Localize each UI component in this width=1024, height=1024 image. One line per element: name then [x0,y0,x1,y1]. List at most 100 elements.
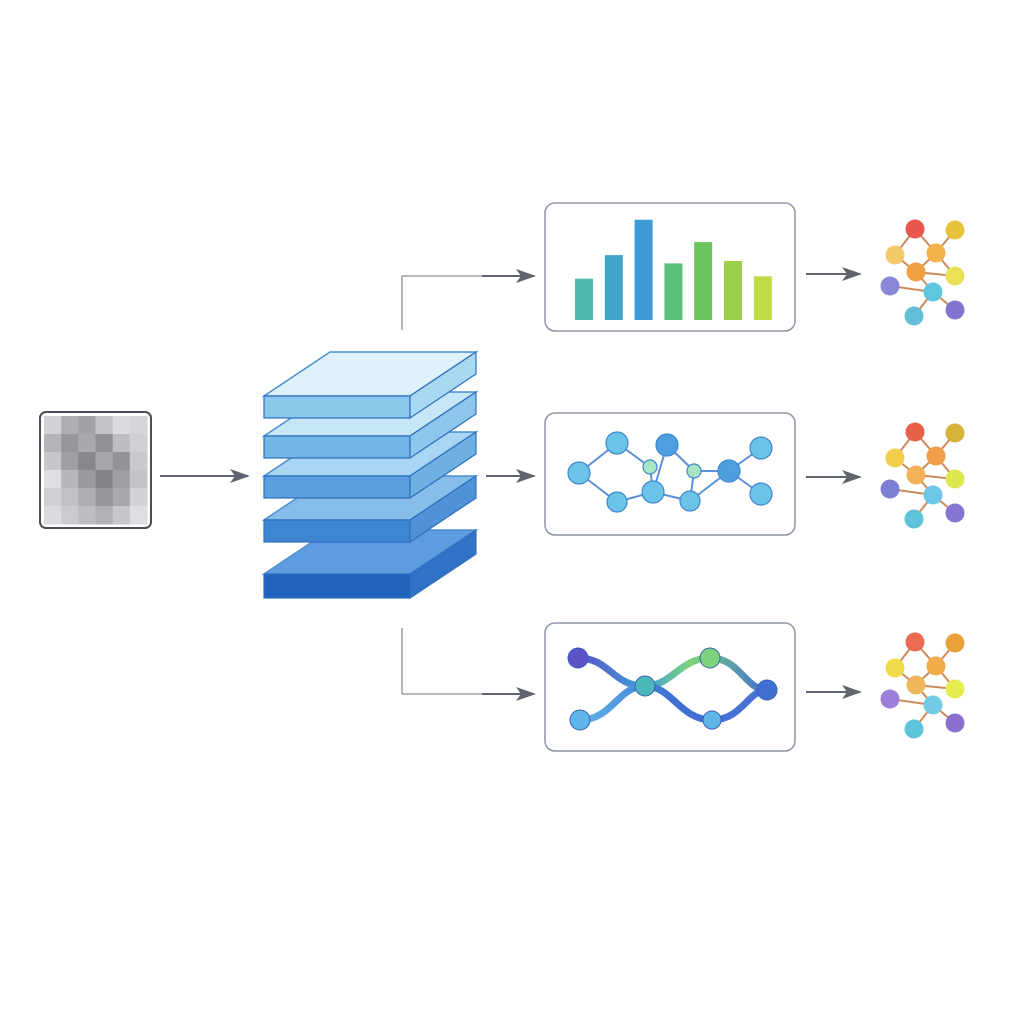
bar-chart-icon [575,219,772,320]
layer-front [263,475,411,499]
graph-node [905,219,925,239]
layer-front [263,395,411,419]
layer-front [263,519,411,543]
connector-to-branch-3 [401,628,482,695]
image-pixel [112,488,131,507]
colorful-graph-icon [880,422,965,529]
image-pixel [95,506,114,525]
image-pixel [61,452,79,471]
image-pixel [61,488,79,507]
graph-node [926,243,946,263]
flow-path [576,682,771,724]
flow-node [569,709,591,731]
image-pixel [44,416,62,435]
image-pixel [61,416,79,435]
image-pixel [95,452,114,471]
colorful-graph-icon [880,632,965,739]
layer-side [409,430,477,500]
network-node [749,482,773,506]
image-pixel [129,506,148,525]
bar [634,219,653,320]
graph-node [905,422,925,442]
network-node [567,461,591,485]
image-pixel [112,434,131,453]
graph-node [904,306,924,326]
graph-node [906,262,926,282]
bar [724,261,742,320]
graph-node [945,423,965,443]
graph-node [906,675,926,695]
image-pixel [95,470,114,489]
layer-stack-icon [261,350,479,600]
flow-node [699,647,721,669]
image-pixel [78,416,96,435]
bar [575,278,593,320]
image-pixel [78,470,96,489]
image-pixel [44,470,62,489]
image-pixel [61,434,79,453]
colorful-graph-icon [880,219,965,326]
graph-node [904,719,924,739]
image-pixel [44,434,62,453]
image-pixel [95,416,114,435]
image-pixel [129,488,148,507]
image-pixel [78,488,96,507]
flow-node [567,647,589,669]
flow-node [702,710,722,730]
bar-chart-panel [544,202,796,332]
network-node [717,459,741,483]
path-flow-panel [544,622,796,752]
network-node [679,490,701,512]
image-pixel [78,434,96,453]
image-pixel [61,506,79,525]
graph-node [880,479,900,499]
layer-side [409,528,477,600]
graph-node [945,469,965,489]
panel-frame-3 [544,622,796,752]
network-node [655,433,679,457]
graph-node [945,266,965,286]
image-pixel [112,416,131,435]
network-node [641,480,665,504]
image-pixel [44,452,62,471]
pixelated-image-icon [39,411,152,529]
bar [604,255,623,320]
image-pixel [95,488,114,507]
network-node [606,491,628,513]
graph-node [926,446,946,466]
graph-node [945,713,965,733]
node-network-icon [567,431,773,513]
bar [694,242,713,320]
bar [753,276,772,320]
flow-node [756,679,778,701]
graph-node [945,633,965,653]
graph-node [880,276,900,296]
graph-node [945,503,965,523]
graph-node [885,245,905,265]
graph-node [923,485,943,505]
image-pixel [44,488,62,507]
graph-node [885,658,905,678]
flow-path [574,654,771,694]
graph-node [945,679,965,699]
graph-node [923,282,943,302]
graph-node [885,448,905,468]
layer-front [263,573,411,599]
graph-node [905,632,925,652]
flow-node [634,675,656,697]
image-pixel [95,434,114,453]
graph-node [906,465,926,485]
graph-node [926,656,946,676]
image-pixel [112,470,131,489]
image-pixel [129,434,148,453]
connector-to-branch-1 [401,275,482,330]
layer-side [409,474,477,544]
image-pixel [129,416,148,435]
image-pixel [44,506,62,525]
path-flow-icon [567,647,778,731]
input-image-pixels [44,416,148,525]
bar [664,263,683,320]
graph-node [945,220,965,240]
